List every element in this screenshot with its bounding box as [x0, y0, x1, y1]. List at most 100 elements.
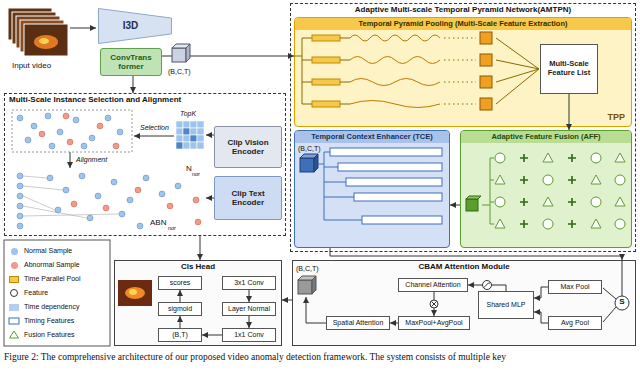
text-holder: N [186, 165, 192, 174]
encoder-block: ConvTrans former [100, 48, 162, 76]
legend-label: Time Parallel Pool [24, 275, 81, 283]
text-holder: Selection [140, 124, 169, 132]
node-label: Avg Pool [561, 319, 589, 327]
text-holder: Max Pool [549, 281, 601, 293]
node-label: sigmoid [168, 305, 192, 313]
text-holder: Clip Text Encoder [215, 177, 281, 219]
node-label: MaxPool+AvgPool [405, 319, 462, 327]
flow-arrow [70, 28, 96, 29]
text-holder: (B,C,T) [168, 68, 191, 76]
node-label: (B,T) [172, 331, 188, 339]
annotation-label: N [186, 165, 192, 174]
layer-box: sigmoid [158, 302, 202, 316]
module-frame: Multi-Scale Feature List Temporal Pyramid… [290, 3, 636, 252]
box-title: Adaptive Feature Fusion (AFF) [491, 133, 600, 142]
text-holder: (B,C,T) [298, 145, 321, 153]
node-label: 1x1 Conv [234, 331, 264, 339]
node-label: Spatial Attention [333, 319, 384, 327]
legend-label: Timing Features [24, 317, 74, 325]
feature-fusion-figure [466, 153, 625, 229]
figure-caption: Figure 2: The comprehensive architecture… [4, 352, 506, 363]
text-holder: Avg Pool [549, 317, 601, 329]
connector-arrow [450, 205, 460, 206]
layer-box: Avg Pool [548, 316, 602, 330]
pyramid-pooling-figure [294, 32, 539, 110]
list-box: Multi-Scale Feature List [540, 44, 598, 94]
text-holder: 3x1 Conv [223, 277, 275, 289]
legend-shape [9, 318, 19, 324]
connector-arrow [330, 248, 622, 260]
connector-arrow [249, 316, 250, 328]
connector-arrow [202, 335, 222, 336]
encoder-block: Clip Text Encoder [214, 176, 282, 220]
title-band: Temporal Pyramid Pooling (Multi-Scale Fe… [295, 18, 631, 30]
module-panel: Channel Attention Max PoolShared MLP Spati… [292, 260, 636, 346]
layer-box: Shared MLP [478, 291, 534, 319]
annotation-label: (B,C,T) [168, 68, 191, 76]
connector-arrow [534, 287, 548, 298]
node-label: ConvTrans former [104, 53, 158, 71]
annotation-label: Input video [12, 62, 51, 71]
annotation-label: S [615, 298, 629, 307]
legend-frame [4, 240, 110, 346]
text-holder: 1x1 Conv [223, 329, 275, 341]
node-label: Clip Text Encoder [218, 189, 278, 207]
text-holder: MaxPool+AvgPool [399, 317, 469, 329]
legend-label: Time dependency [24, 303, 79, 311]
node-label: 3x1 Conv [234, 279, 264, 287]
annotation-label: nor [168, 225, 176, 231]
annotation-label: (B,C,T) [298, 145, 321, 153]
connector-arrow [569, 94, 570, 130]
text-holder: I3D [98, 8, 172, 44]
text-holder: TPP [607, 112, 625, 122]
text-holder: S [615, 298, 629, 307]
text-holder: Figure 2: The comprehensive architecture… [4, 352, 506, 363]
text-holder: Alignment [76, 156, 107, 164]
connector-arrow [133, 76, 134, 93]
legend-item: Feature [9, 288, 48, 298]
frame-thumbnail [118, 280, 152, 306]
box-title: Multi-Scale Instance Selection and Align… [9, 95, 181, 104]
text-holder: (B,T) [159, 329, 201, 341]
legend-swatch [11, 262, 18, 269]
box-title: Adaptive Multi-scale Temporal Pyramid Ne… [291, 5, 635, 14]
box-title: Cls Head [115, 262, 281, 271]
connector-arrow [180, 316, 181, 328]
node-label: Channel Attention [405, 281, 460, 289]
legend-item: Normal Sample [9, 246, 72, 256]
annotation-label: TopK [180, 110, 196, 118]
module-panel: Multi-Scale Feature List Temporal Pyramid… [294, 17, 632, 127]
annotation-label: Alignment [76, 156, 107, 164]
layer-box: Spatial Attention [326, 316, 390, 330]
title-band: Temporal Context Enhancer (TCE) [295, 131, 449, 143]
box-title: Temporal Context Enhancer (TCE) [311, 133, 433, 142]
annotation-label: (B,C,T) [296, 265, 319, 273]
legend-swatch [9, 276, 19, 283]
legend-label: Normal Sample [24, 247, 72, 255]
annotation-label: Selection [140, 124, 169, 132]
connector-arrow [249, 290, 250, 302]
layer-box: Layer Normal [222, 302, 276, 316]
connector-arrow [180, 290, 181, 302]
text-holder: ConvTrans former [101, 49, 161, 75]
context-enhancer-figure [300, 148, 442, 224]
legend-label: Abnormal Sample [24, 261, 80, 269]
connector-arrow [282, 300, 292, 301]
text-holder: scores [159, 277, 201, 289]
video-frames [8, 8, 68, 56]
legend-label: Feature [24, 289, 48, 297]
box-title: Temporal Pyramid Pooling (Multi-Scale Fe… [358, 20, 567, 29]
connector-arrow [390, 323, 398, 324]
layer-box: 1x1 Conv [222, 328, 276, 342]
attention-figure [298, 260, 629, 323]
text-holder: Spatial Attention [327, 317, 389, 329]
encoder-block: I3D [98, 8, 172, 44]
text-holder: nor [192, 171, 200, 177]
layer-box: scores [158, 276, 202, 290]
legend-item: Timing Features [9, 316, 74, 326]
text-holder: CBAM Attention Module [293, 262, 635, 271]
text-holder: Channel Attention [399, 279, 467, 291]
node-label: Layer Normal [228, 305, 270, 313]
